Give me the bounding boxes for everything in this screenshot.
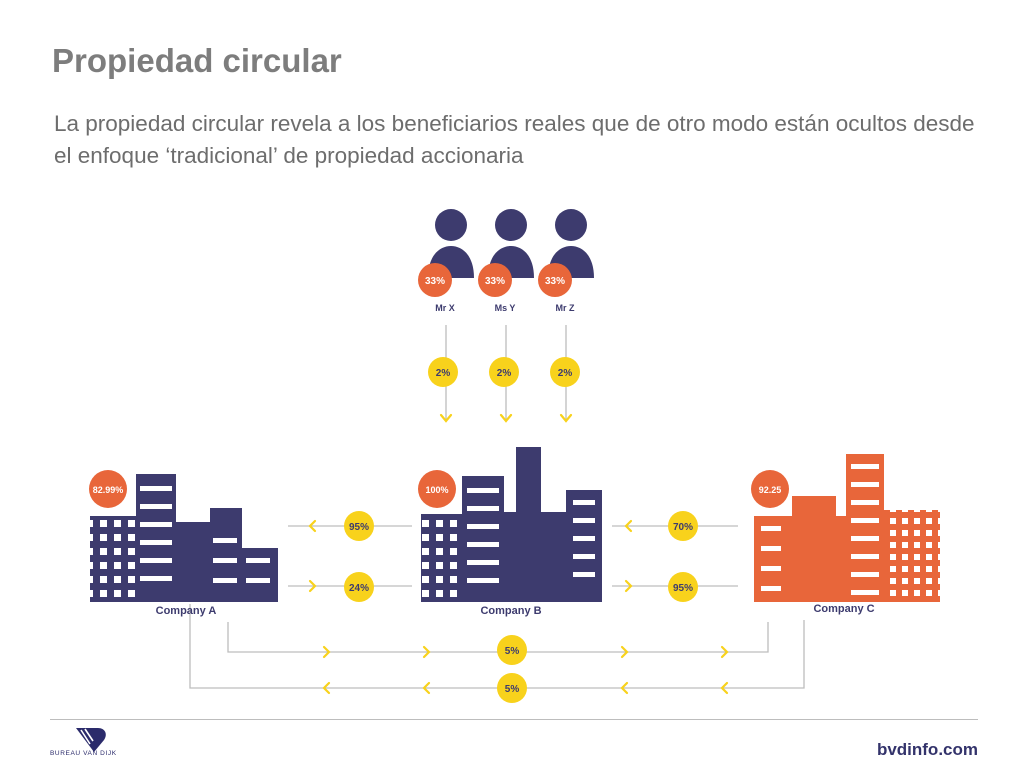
page-title: Propiedad circular [52, 42, 342, 79]
stake-badge-x: 2% [428, 357, 458, 387]
website-link[interactable]: bvdinfo.com [876, 740, 978, 759]
svg-text:24%: 24% [349, 583, 369, 594]
arrow-left-ca-2 [422, 681, 431, 695]
share-badge-y: 33% [478, 263, 512, 297]
svg-text:92.25: 92.25 [759, 485, 782, 495]
arrow-right-ac-1 [322, 645, 331, 659]
arrow-down-x [439, 413, 453, 423]
svg-text:2%: 2% [497, 368, 512, 379]
arrow-down-y [499, 413, 513, 423]
person-label-z: Mr Z [556, 303, 576, 313]
svg-text:2%: 2% [558, 368, 573, 379]
link-badge-a-to-c: 5% [497, 635, 527, 665]
arrow-down-z [559, 413, 573, 423]
company-b-label: Company B [480, 605, 541, 617]
person-label-y: Ms Y [495, 303, 516, 313]
svg-text:95%: 95% [673, 583, 693, 594]
svg-text:5%: 5% [505, 646, 520, 657]
arrow-right-ac-2 [422, 645, 431, 659]
link-badge-b-to-a-top: 95% [344, 511, 374, 541]
person-icon [495, 209, 527, 241]
person-icon [435, 209, 467, 241]
svg-text:70%: 70% [673, 522, 693, 533]
stake-badge-z: 2% [550, 357, 580, 387]
company-b-building [421, 447, 602, 602]
arrow-left-ca-3 [620, 681, 629, 695]
link-badge-a-to-b-bottom: 24% [344, 572, 374, 602]
arrow-left-ba [308, 519, 317, 533]
svg-text:95%: 95% [349, 522, 369, 533]
person-label-x: Mr X [435, 303, 455, 313]
company-a-label: Company A [156, 605, 217, 617]
share-badge-x: 33% [418, 263, 452, 297]
svg-text:100%: 100% [425, 485, 448, 495]
arrow-right-ab [308, 579, 317, 593]
bureau-van-dijk-logo-icon [76, 728, 106, 752]
arrow-right-ac-3 [620, 645, 629, 659]
svg-text:33%: 33% [425, 276, 445, 287]
link-badge-c-to-b-bottom: 95% [668, 572, 698, 602]
company-c-share-badge: 92.25 [751, 470, 789, 508]
company-a-building [90, 474, 278, 602]
company-c-building [754, 454, 940, 602]
person-icon [555, 209, 587, 241]
stake-badge-y: 2% [489, 357, 519, 387]
arrow-right-ac-4 [720, 645, 729, 659]
arrow-left-ca-4 [720, 681, 729, 695]
svg-text:33%: 33% [545, 276, 565, 287]
link-badge-b-to-c-top: 70% [668, 511, 698, 541]
page-subtitle: La propiedad circular revela a los benef… [54, 111, 975, 168]
company-b-share-badge: 100% [418, 470, 456, 508]
footer-divider [50, 719, 978, 720]
flow-arrows [308, 413, 729, 695]
arrow-left-cb [624, 519, 633, 533]
arrow-left-ca-1 [322, 681, 331, 695]
svg-text:82.99%: 82.99% [93, 485, 124, 495]
svg-text:2%: 2% [436, 368, 451, 379]
share-badge-z: 33% [538, 263, 572, 297]
svg-text:33%: 33% [485, 276, 505, 287]
link-badge-c-to-a: 5% [497, 673, 527, 703]
arrow-right-bc [624, 579, 633, 593]
company-c-label: Company C [813, 603, 874, 615]
company-a-share-badge: 82.99% [89, 470, 127, 508]
logo-text: BUREAU VAN DIJK [50, 750, 117, 757]
svg-text:5%: 5% [505, 684, 520, 695]
